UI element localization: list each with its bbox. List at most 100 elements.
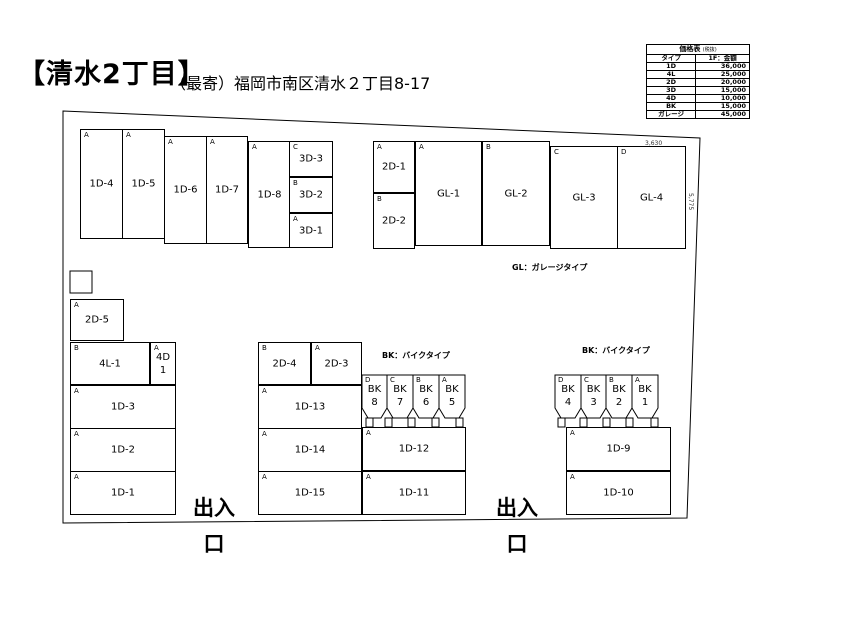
bike-legend-center: BK：バイクタイプ: [382, 351, 450, 360]
unit-id-label: 1D-13: [294, 401, 326, 413]
unit-type-label: A: [442, 376, 447, 384]
unit-type-label: A: [126, 131, 131, 139]
unit-type-label: A: [154, 344, 159, 352]
unit-type-label: B: [262, 344, 267, 352]
unit-type-label: A: [262, 387, 267, 395]
unit-id-label: BK 4: [561, 384, 575, 408]
unit-id-label: BK 7: [393, 384, 407, 408]
unit-id-label: GL-1: [436, 188, 461, 199]
unit-id-label: BK 3: [586, 384, 601, 408]
unit-id-label: 4D 1: [155, 351, 171, 376]
entrance-left: 出入口: [193, 496, 235, 556]
unit-id-label: GL-2: [504, 188, 528, 199]
unit-id-label: 2D-5: [84, 314, 110, 326]
unit-id-label: 1D-8: [257, 189, 282, 200]
unit-id-label: BK 1: [638, 384, 652, 408]
unit-id-label: GL-3: [572, 192, 596, 203]
unit-type-label: D: [621, 148, 627, 156]
unit-type-label: A: [377, 143, 382, 151]
unit-id-label: 1D-11: [398, 487, 430, 499]
unit-2d-5: A 2D-5: [70, 299, 124, 341]
unit-type-label: B: [486, 143, 491, 151]
unit-id-label: 1D-6: [173, 184, 198, 196]
unit-id-label: 3D-2: [298, 189, 324, 201]
unit-type-label: A: [74, 301, 79, 309]
unit-id-label: GL-4: [639, 192, 664, 203]
unit-1d-14: A 1D-14: [258, 428, 362, 472]
unit-gl-2: B GL-2: [482, 141, 550, 246]
address: （最寄）福岡市南区清水２丁目8-17: [170, 74, 431, 93]
price-table-heading: 価格表 (税抜): [646, 44, 750, 55]
unit-id-label: 1D-1: [110, 487, 136, 499]
bike-slots-right: [554, 374, 659, 419]
unit-id-label: 1D-12: [398, 443, 430, 455]
depth-dimension: 5,775: [687, 193, 694, 211]
unit-type-label: A: [366, 429, 371, 437]
bike-slots-center: [361, 374, 466, 419]
unit-type-label: B: [377, 195, 382, 203]
unit-type-label: C: [390, 376, 395, 384]
unit-id-label: 1D-14: [294, 444, 326, 456]
unit-type-label: A: [262, 473, 267, 481]
unit-id-label: 1D-9: [606, 443, 631, 455]
unit-gl-3: C GL-3: [550, 146, 618, 249]
garage-legend: GL：ガレージタイプ: [512, 263, 588, 272]
marker-square: [69, 270, 93, 294]
unit-type-label: B: [416, 376, 421, 384]
unit-id-label: 4L-1: [99, 358, 121, 369]
unit-type-label: C: [584, 376, 589, 384]
unit-type-label: C: [554, 148, 559, 156]
unit-id-label: BK 8: [367, 384, 382, 408]
unit-type-label: C: [293, 143, 298, 151]
unit-id-label: 2D-2: [381, 215, 407, 227]
unit-id-label: 1D-2: [110, 444, 136, 456]
unit-id-label: 1D-4: [89, 178, 114, 190]
unit-2d-2: B 2D-2: [373, 193, 415, 249]
unit-type-label: A: [210, 138, 215, 146]
unit-type-label: A: [635, 376, 640, 384]
unit-id-label: BK 2: [612, 384, 626, 408]
unit-1d-13: A 1D-13: [258, 385, 362, 429]
unit-type-label: B: [74, 344, 79, 352]
width-dimension: 3,630: [645, 140, 663, 147]
unit-1d-5: A 1D-5: [122, 129, 165, 239]
unit-2d-4: B 2D-4: [258, 342, 311, 385]
unit-id-label: BK 5: [445, 384, 459, 408]
unit-1d-3: A 1D-3: [70, 385, 176, 429]
unit-type-label: A: [74, 387, 79, 395]
unit-type-label: A: [570, 473, 575, 481]
unit-type-label: B: [609, 376, 614, 384]
unit-type-label: A: [168, 138, 173, 146]
unit-id-label: 1D-5: [131, 178, 156, 190]
unit-type-label: B: [293, 179, 298, 187]
unit-1d-12: A 1D-12: [362, 427, 466, 471]
unit-type-label: A: [262, 430, 267, 438]
unit-id-label: 2D-1: [381, 161, 407, 173]
unit-type-label: A: [74, 473, 79, 481]
unit-type-label: D: [365, 376, 371, 384]
unit-id-label: 1D-3: [110, 401, 136, 413]
entrance-right: 出入口: [496, 496, 538, 556]
unit-id-label: 2D-4: [272, 358, 297, 369]
